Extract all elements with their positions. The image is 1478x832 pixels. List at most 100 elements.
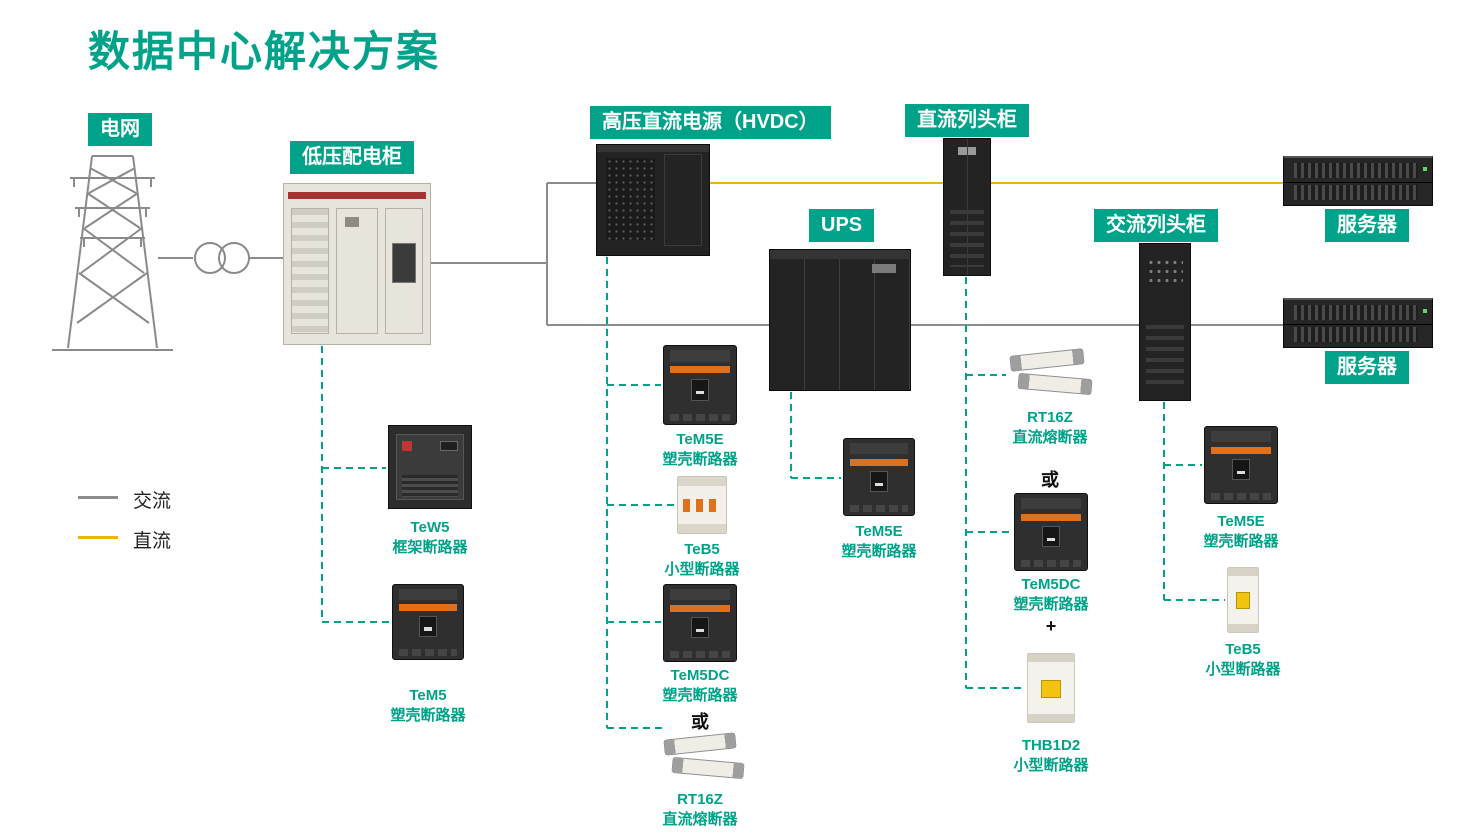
ups-display [872,264,896,273]
product-type: 塑壳断路器 [1013,596,1089,614]
breaker-terminals [669,413,731,421]
breaker-top [1210,430,1272,443]
teb5-ac-breaker-image [1227,567,1259,633]
product-name: RT16Z [1027,409,1073,426]
ac-lines [158,182,1283,326]
product-name: THB1D2 [1021,737,1081,754]
breaker-terminals [398,649,458,657]
lv-cabinet-door [336,208,378,334]
product-label-tem5e-ups: TeM5E 塑壳断路器 [829,522,929,563]
dc-row-slots [949,209,985,267]
hvdc-module-grid [605,158,656,240]
plus-operator: + [1045,616,1057,636]
product-name: TeB5 [1225,641,1261,658]
ac-row-indicator-grid [1147,258,1183,284]
label-server-top: 服务器 [1325,209,1409,242]
product-label-teb5-hvdc: TeB5 小型断路器 [652,540,752,581]
breaker-toggle [1040,679,1062,698]
fuse-cartridge [1009,348,1085,372]
breaker-toggles [682,499,722,512]
product-name: RT16Z [677,791,723,808]
breaker-display [439,440,458,451]
rt16z-dc-fuse-image [1008,348,1094,402]
ups-door-seams [770,259,910,390]
breaker-cap [1028,713,1074,722]
breaker-toggle [690,378,710,401]
label-server-bottom: 服务器 [1325,351,1409,384]
product-label-tew5: TeW5 框架断路器 [380,518,480,559]
tem5e-ups-breaker-image [843,438,915,516]
product-label-tem5: TeM5 塑壳断路器 [378,686,478,727]
server-divider [1284,323,1432,325]
breaker-cap [678,477,726,486]
product-type: 直流熔断器 [662,811,738,829]
breaker-band [669,366,731,374]
breaker-top [669,588,731,601]
breaker-top [849,442,909,455]
breaker-terminals [1210,493,1272,500]
server-drive-slats [1294,185,1418,200]
product-name: TeM5DC [670,667,730,684]
lv-cabinet-image [283,183,431,345]
tew5-breaker-image [388,425,472,509]
breaker-cap [1228,568,1258,576]
hvdc-top-strip [597,145,709,152]
product-type: 塑壳断路器 [662,451,738,469]
ac-row-cabinet-image [1139,243,1191,401]
breaker-toggle [1231,458,1251,481]
ups-image [769,249,911,391]
label-lv-cabinet: 低压配电柜 [290,141,414,174]
breaker-terminals [669,651,731,658]
or-operator-hvdc: 或 [691,712,709,732]
ups-top-strip [770,250,910,259]
breaker-band [1210,446,1272,454]
breaker-terminals [1020,560,1082,567]
server-led [1423,167,1427,171]
tem5e-ac-breaker-image [1204,426,1278,504]
breaker-cap [678,524,726,533]
product-name: TeM5E [1217,513,1265,530]
label-power-grid: 电网 [88,113,152,146]
legend-ac-label: 交流 [133,491,172,512]
dc-row-seam [967,139,968,275]
product-label-teb5-ac: TeB5 小型断路器 [1193,640,1293,681]
product-name: TeB5 [684,541,720,558]
product-type: 框架断路器 [392,539,468,557]
ac-row-slots [1146,325,1184,391]
legend-dc-line [78,536,118,539]
breaker-toggle [869,470,889,493]
legend-dc-label: 直流 [133,531,172,552]
transformer-symbol [194,242,250,274]
breaker-band [849,458,909,466]
product-label-rt16z-hvdc: RT16Z 直流熔断器 [650,790,750,831]
breaker-top [1020,497,1082,510]
breaker-band [669,604,731,612]
breaker-toggle [690,616,710,639]
legend-ac-line [78,496,118,499]
dashed-product-links [321,257,1225,729]
server-drive-slats [1294,327,1418,342]
breaker-red-button [402,440,413,451]
product-label-tem5dc-hvdc: TeM5DC 塑壳断路器 [650,666,750,707]
hvdc-cabinet-image [596,144,710,256]
breaker-vents [402,475,458,497]
hvdc-door [664,153,703,247]
product-type: 塑壳断路器 [1203,533,1279,551]
teb5-hvdc-breaker-image [677,476,727,534]
product-label-tem5dc-dc: TeM5DC 塑壳断路器 [1001,575,1101,616]
transmission-tower-image [52,155,173,351]
product-label-rt16z-dc: RT16Z 直流熔断器 [1000,408,1100,449]
product-label-tem5e-ac: TeM5E 塑壳断路器 [1191,512,1291,553]
tem5e-hvdc-breaker-image [663,345,737,425]
or-operator-dc: 或 [1041,470,1059,490]
thb1d2-breaker-image [1027,653,1075,723]
product-name: TeM5DC [1021,576,1081,593]
breaker-band [1020,513,1082,521]
product-type: 塑壳断路器 [662,687,738,705]
product-name: TeM5 [409,687,447,704]
product-type: 小型断路器 [664,561,740,579]
product-name: TeM5E [855,523,903,540]
fuse-cartridge [671,756,745,780]
product-label-thb1d2: THB1D2 小型断路器 [1001,736,1101,777]
